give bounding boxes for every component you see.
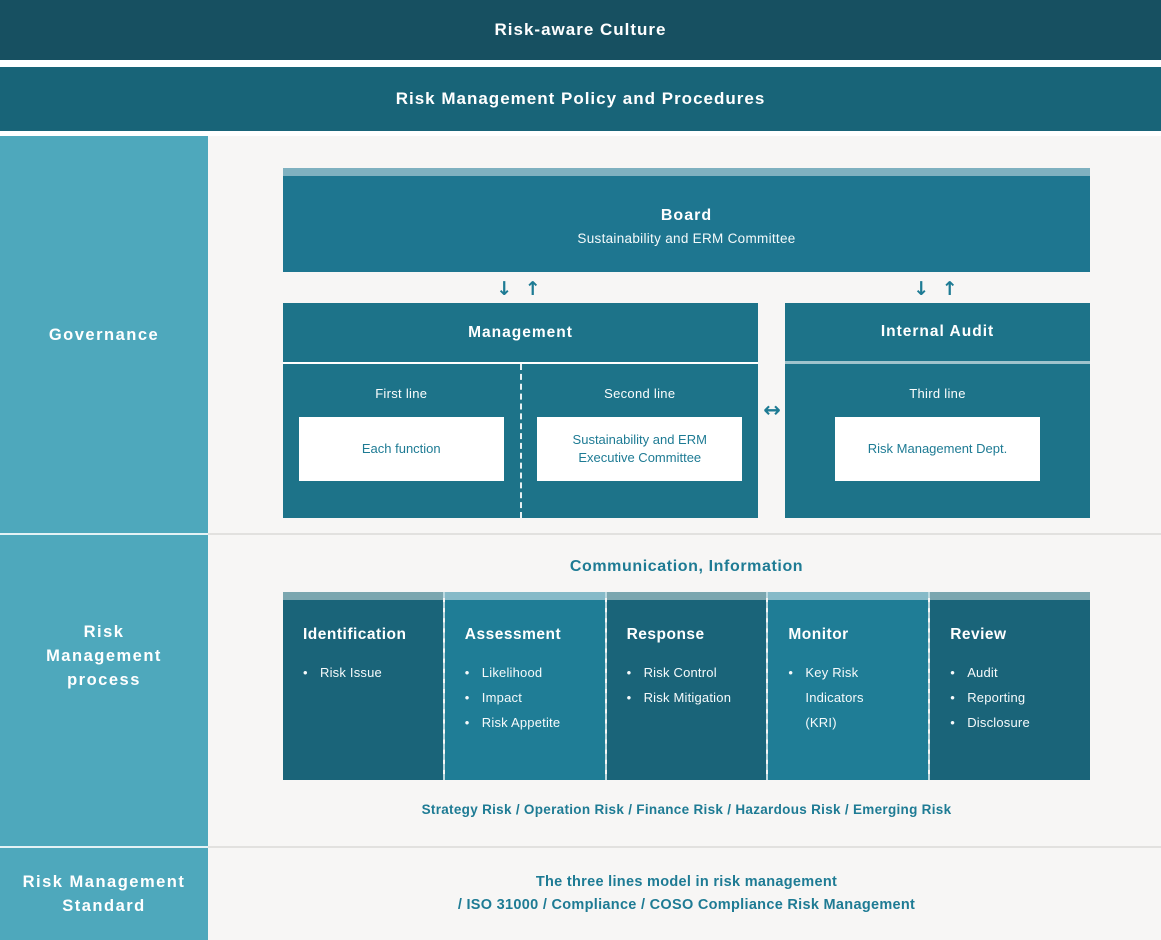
list-item: Reporting (950, 685, 1082, 710)
banner-risk-policy: Risk Management Policy and Procedures (0, 67, 1161, 131)
management-box: Management First line Each function Seco… (283, 303, 758, 518)
list-item: Likelihood (465, 660, 597, 685)
column-title: Monitor (788, 626, 849, 643)
left-right-arrow-icon: ↔ (763, 398, 781, 422)
column-title: Assessment (464, 626, 562, 643)
divider-process-standard (208, 846, 1161, 848)
column-title: Review (950, 626, 1007, 643)
process-column-response: Response Risk Control Risk Mitigation (604, 592, 767, 780)
board-subtitle: Sustainability and ERM Committee (577, 230, 796, 246)
down-up-arrows-icon: ↓ ↑ (913, 278, 961, 300)
banner-risk-aware-culture: Risk-aware Culture (0, 0, 1161, 60)
second-line-label: Second line (604, 386, 676, 401)
column-top-strip (606, 592, 767, 600)
process-column-assessment: Assessment Likelihood Impact Risk Appeti… (442, 592, 605, 780)
sidebar-section-governance: Governance (0, 136, 208, 533)
first-line-column: First line Each function (283, 364, 520, 518)
each-function-box: Each function (298, 417, 504, 481)
column-items: Risk Control Risk Mitigation (627, 660, 759, 710)
list-item: Risk Mitigation (627, 685, 759, 710)
process-column-monitor: Monitor Key Risk Indicators (KRI) (766, 592, 929, 780)
standard-line-1: The three lines model in risk management (535, 874, 838, 890)
diagram-canvas: Board Sustainability and ERM Committee ↓… (208, 136, 1161, 940)
column-top-strip (930, 592, 1090, 600)
list-item: Key Risk Indicators (KRI) (788, 660, 920, 735)
process-column-review: Review Audit Reporting Disclosure (928, 592, 1090, 780)
list-item: Risk Appetite (465, 710, 597, 735)
sidebar-section-standard: Risk Management Standard (0, 846, 208, 940)
internal-audit-body: Third line Risk Management Dept. (785, 364, 1090, 518)
board-box: Board Sustainability and ERM Committee (283, 176, 1090, 272)
sidebar-label-standard: Risk Management Standard (22, 873, 186, 915)
communication-information-heading: Communication, Information (569, 558, 804, 575)
list-item: Impact (465, 685, 597, 710)
divider-governance-process (208, 533, 1161, 535)
column-title: Response (626, 626, 705, 643)
internal-audit-title: Internal Audit (785, 303, 1090, 364)
column-title: Identification (303, 626, 407, 643)
column-items: Key Risk Indicators (KRI) (788, 660, 920, 735)
third-line-column: Third line Risk Management Dept. (785, 364, 1090, 518)
column-items: Likelihood Impact Risk Appetite (465, 660, 597, 735)
process-columns: Identification Risk Issue Assessment Lik… (283, 592, 1090, 780)
risk-types-line: Strategy Risk / Operation Risk / Finance… (421, 802, 952, 817)
down-up-arrows-icon: ↓ ↑ (496, 278, 544, 300)
risk-management-dept-box: Risk Management Dept. (835, 417, 1040, 481)
list-item: Disclosure (950, 710, 1082, 735)
sidebar: Governance Risk Management process Risk … (0, 136, 208, 940)
standard-line-2: / ISO 31000 / Compliance / COSO Complian… (457, 897, 916, 913)
column-items: Risk Issue (303, 660, 435, 685)
second-line-column: Second line Sustainability and ERM Execu… (519, 364, 759, 518)
internal-audit-box: Internal Audit Third line Risk Managemen… (785, 303, 1090, 518)
first-line-label: First line (375, 386, 428, 401)
board-top-strip (283, 168, 1090, 176)
erm-executive-committee-box: Sustainability and ERM Executive Committ… (537, 417, 743, 481)
column-top-strip (283, 592, 443, 600)
column-top-strip (768, 592, 929, 600)
sidebar-section-process: Risk Management process (0, 533, 208, 846)
process-column-identification: Identification Risk Issue (283, 592, 443, 780)
risk-management-standard-text: The three lines model in risk management… (283, 848, 1090, 940)
banner-culture-label: Risk-aware Culture (494, 20, 667, 39)
management-title: Management (283, 303, 758, 364)
management-body: First line Each function Second line Sus… (283, 364, 758, 518)
list-item: Risk Control (627, 660, 759, 685)
list-item: Risk Issue (303, 660, 435, 685)
board-title: Board (660, 206, 713, 224)
column-top-strip (444, 592, 605, 600)
sidebar-label-process: Risk Management process (46, 623, 162, 689)
column-items: Audit Reporting Disclosure (950, 660, 1082, 735)
third-line-label: Third line (909, 386, 966, 401)
sidebar-label-governance: Governance (48, 325, 160, 344)
banner-policy-label: Risk Management Policy and Procedures (395, 89, 766, 108)
list-item: Audit (950, 660, 1082, 685)
